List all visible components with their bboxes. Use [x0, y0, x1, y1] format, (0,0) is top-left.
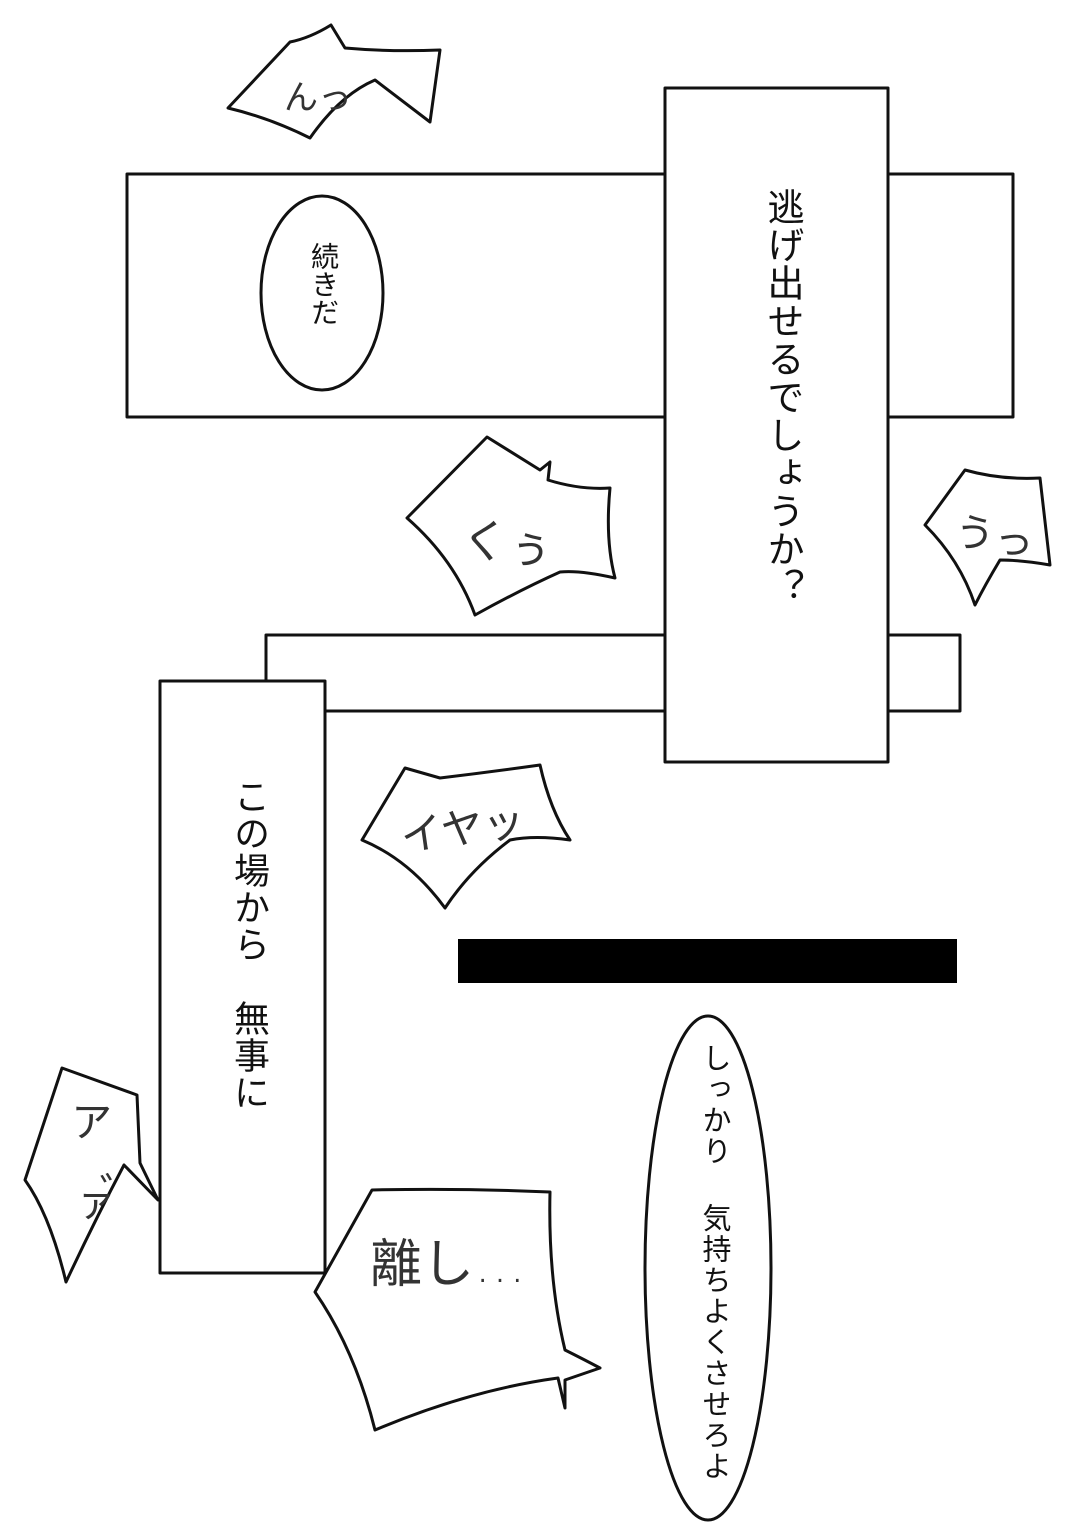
caption-text-konobakara: この場から 無事に [228, 778, 269, 1111]
speech-bubble-shikkari [643, 1014, 773, 1522]
jagged-bubble-aa [23, 1066, 160, 1284]
censor-bar [458, 939, 957, 983]
sfx-n: んっ [284, 78, 352, 118]
left-caption-box [158, 679, 327, 1275]
jagged-bubble-n [226, 23, 442, 140]
sfx-aa: ア゛ァ [64, 1100, 113, 1226]
jagged-bubble-u [923, 468, 1052, 607]
speech-bubble-tsuzukida [259, 194, 385, 392]
jagged-bubble-hanashi [313, 1187, 602, 1432]
tall-caption-box [663, 86, 890, 764]
sfx-kuu: くぅ [458, 510, 557, 578]
jagged-bubble-kuu [405, 435, 617, 617]
caption-text-nigedaseru: 逃げ出せるでしょうか？ [761, 188, 804, 606]
sfx-hanashi: 離し… [370, 1235, 527, 1295]
jagged-bubble-iya [360, 763, 572, 910]
speech-text-shikkari: しっかり 気持ちよくさせろよ [698, 1043, 732, 1482]
speech-text-tsuzukida: 続きだ [307, 242, 340, 326]
